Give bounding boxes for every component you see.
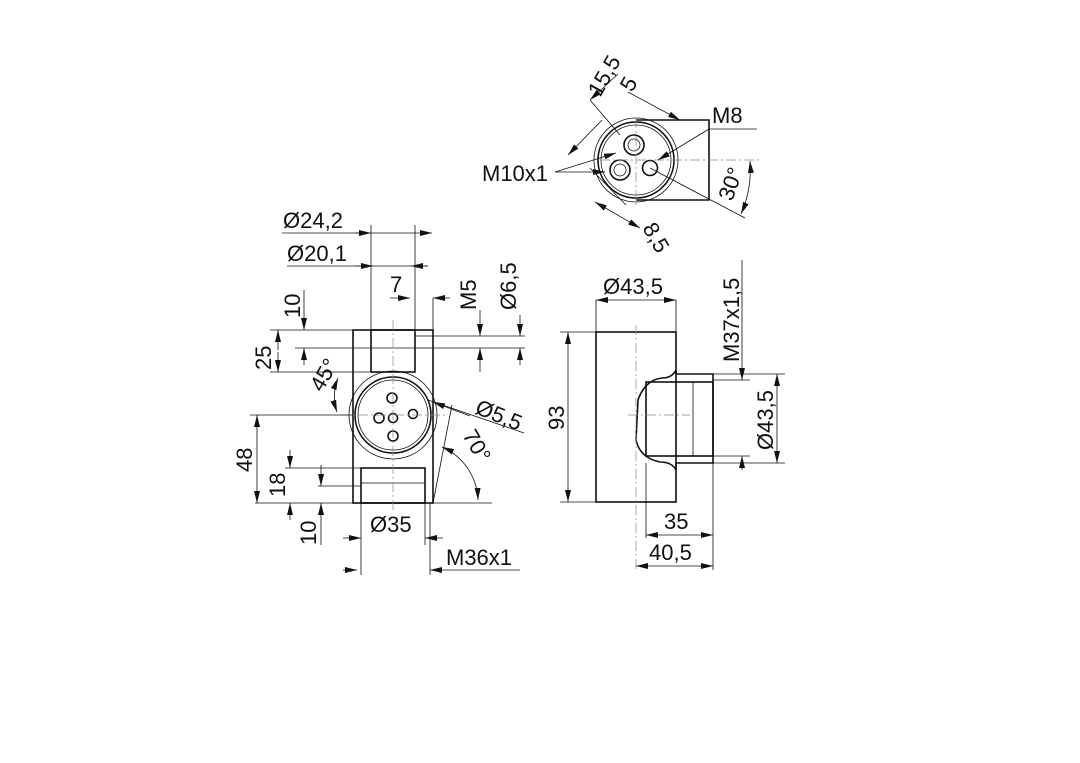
dim-m8: M8: [712, 103, 743, 128]
dim-5: 5: [615, 72, 643, 95]
dim-48: 48: [232, 448, 257, 472]
dim-10-bottom: 10: [296, 521, 321, 545]
dim-25: 25: [251, 346, 276, 370]
top-view: 15,5 5 M8 M10x1 30° 8,5: [482, 51, 760, 257]
front-view: Ø24,2 Ø20,1 7 M5 Ø6,5 10 25 45° Ø5,5 70°…: [232, 208, 526, 575]
dim-d43-5-top: Ø43,5: [603, 274, 663, 299]
dim-35: 35: [664, 509, 688, 534]
side-view: Ø43,5 M37x1,5 Ø43,5 93 35 40,5: [544, 260, 785, 570]
dim-m5: M5: [456, 279, 481, 310]
dim-d24-2: Ø24,2: [283, 208, 343, 233]
dim-m36x1: M36x1: [446, 545, 512, 570]
dim-8-5: 8,5: [638, 218, 675, 257]
dim-m10x1: M10x1: [482, 161, 548, 186]
dim-45deg: 45°: [305, 354, 343, 395]
dim-d43-5-right: Ø43,5: [753, 390, 778, 450]
dim-30deg: 30°: [713, 164, 748, 204]
dim-40-5: 40,5: [649, 540, 692, 565]
dim-d6-5: Ø6,5: [496, 262, 521, 310]
dim-93: 93: [544, 406, 569, 430]
dim-70deg: 70°: [458, 425, 496, 466]
dim-d20-1: Ø20,1: [287, 241, 347, 266]
dim-m37x1-5: M37x1,5: [719, 278, 744, 362]
dim-d35: Ø35: [370, 512, 412, 537]
dim-7: 7: [390, 272, 402, 297]
dim-18: 18: [265, 473, 290, 497]
dim-10-top: 10: [280, 294, 305, 318]
